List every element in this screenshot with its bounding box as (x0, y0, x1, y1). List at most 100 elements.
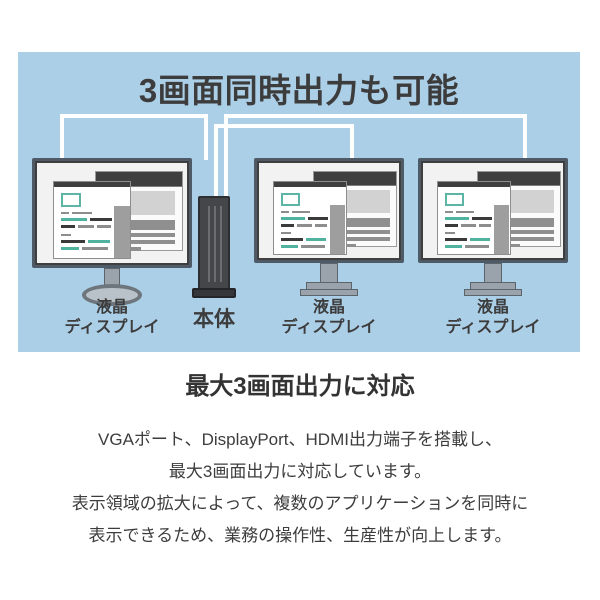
text-line-dark (472, 217, 492, 220)
text-line-accent (61, 218, 87, 221)
paragraph-line-1: VGAポート、DisplayPort、HDMI出力端子を搭載し、 (98, 430, 502, 449)
monitor-left-bezel (32, 158, 192, 268)
text-line-dark (61, 225, 75, 228)
caption-monitor-right: 液晶 ディスプレイ (418, 298, 568, 338)
window-text-line (320, 237, 390, 241)
text-line-dark (308, 217, 328, 220)
text-line-accent (61, 247, 79, 250)
body-paragraph: VGAポート、DisplayPort、HDMI出力端子を搭載し、 最大3画面出力… (0, 424, 600, 552)
monitor-right-bezel (418, 158, 568, 263)
text-line-dark (90, 218, 112, 221)
cable-to-right-monitor-vertical-left (224, 114, 228, 206)
caption-line-2: ディスプレイ (445, 319, 541, 336)
text-line (61, 234, 71, 236)
caption-line-2: ディスプレイ (281, 319, 377, 336)
mail-envelope-icon (281, 193, 300, 206)
text-line (82, 247, 108, 250)
text-line (461, 224, 476, 227)
tower-vent-line (208, 206, 210, 282)
caption-pc-tower: 本体 (174, 308, 254, 332)
mail-envelope-icon (445, 193, 464, 206)
monitor-right-screen (421, 161, 565, 260)
hero-title: 3画面同時出力も可能 (138, 72, 460, 109)
tower-vent-line (220, 206, 222, 282)
tower-vent-line (214, 206, 216, 282)
text-line (97, 225, 111, 228)
text-line-dark (61, 240, 85, 243)
window-text-block (484, 218, 554, 227)
paragraph-line-2: 最大3画面出力に対応しています。 (168, 462, 432, 481)
cable-to-left-monitor-vertical-left (60, 114, 64, 160)
paragraph-line-4: 表示できるため、業務の操作性、生産性が向上します。 (88, 526, 512, 545)
monitor-right (418, 158, 568, 296)
text-line (465, 245, 489, 248)
monitor-right-stand-foot (464, 289, 522, 296)
cable-to-middle-monitor-horizontal (214, 124, 354, 128)
monitor-right-foreground-window (437, 181, 511, 255)
mail-envelope-icon (61, 193, 81, 207)
window-title-bar (438, 182, 510, 187)
text-line (297, 224, 312, 227)
cable-to-left-monitor-horizontal (60, 114, 208, 118)
window-text-line (103, 233, 175, 237)
cable-to-right-monitor-horizontal (224, 114, 527, 118)
caption-line-1: 液晶 (476, 299, 509, 316)
sub-heading: 最大3画面出力に対応 (185, 373, 415, 400)
window-title-bar (54, 182, 130, 187)
text-line (281, 211, 289, 213)
pc-tower-base (192, 288, 236, 298)
window-side-panel (494, 205, 509, 254)
monitor-middle-foreground-window (273, 181, 347, 255)
cable-to-left-monitor-vertical-right (204, 114, 208, 160)
text-line (479, 224, 491, 227)
text-line (61, 212, 69, 214)
monitor-middle-stand-foot (300, 289, 358, 296)
text-line-accent (445, 245, 462, 248)
monitor-left-screen (35, 161, 189, 265)
text-line-accent (281, 245, 298, 248)
hero-panel: 3画面同時出力も可能 (18, 52, 580, 352)
window-text-line (484, 237, 554, 241)
monitor-left-stand-base (82, 284, 142, 306)
text-line-accent (88, 240, 110, 243)
text-line-accent (281, 217, 305, 220)
text-line-accent (445, 217, 469, 220)
cable-to-right-monitor-vertical-right (523, 114, 527, 160)
text-line (301, 245, 325, 248)
text-line-dark (445, 224, 458, 227)
text-line-dark (445, 238, 467, 241)
monitor-left-foreground-window (53, 181, 131, 259)
text-line-accent (470, 238, 490, 241)
window-side-panel (114, 206, 130, 258)
caption-line-1: 液晶 (95, 299, 128, 316)
window-text-line (484, 230, 554, 234)
window-text-block (320, 218, 390, 227)
caption-line-1: 液晶 (312, 299, 345, 316)
caption-monitor-middle: 液晶 ディスプレイ (254, 298, 404, 338)
text-line (456, 211, 474, 213)
window-side-panel (330, 205, 345, 254)
text-line (445, 232, 455, 234)
caption-monitor-left: 液晶 ディスプレイ (32, 298, 192, 338)
monitor-left (32, 158, 192, 306)
cable-to-middle-monitor-vertical-left (214, 124, 218, 206)
text-line (281, 232, 291, 234)
text-line (292, 211, 310, 213)
window-text-line (320, 230, 390, 234)
window-text-block (103, 220, 175, 230)
paragraph-line-3: 表示領域の拡大によって、複数のアプリケーションを同時に (71, 494, 529, 513)
text-line-dark (281, 238, 303, 241)
pc-tower-case (198, 196, 230, 290)
text-line (72, 212, 92, 214)
cable-to-middle-monitor-vertical-right (350, 124, 354, 158)
text-line (315, 224, 327, 227)
caption-line-2: ディスプレイ (64, 319, 160, 336)
text-line (78, 225, 94, 228)
window-title-bar (274, 182, 346, 187)
text-line-dark (281, 224, 294, 227)
window-text-line (103, 240, 175, 244)
monitor-middle-bezel (254, 158, 404, 263)
text-line-accent (306, 238, 326, 241)
monitor-middle-screen (257, 161, 401, 260)
